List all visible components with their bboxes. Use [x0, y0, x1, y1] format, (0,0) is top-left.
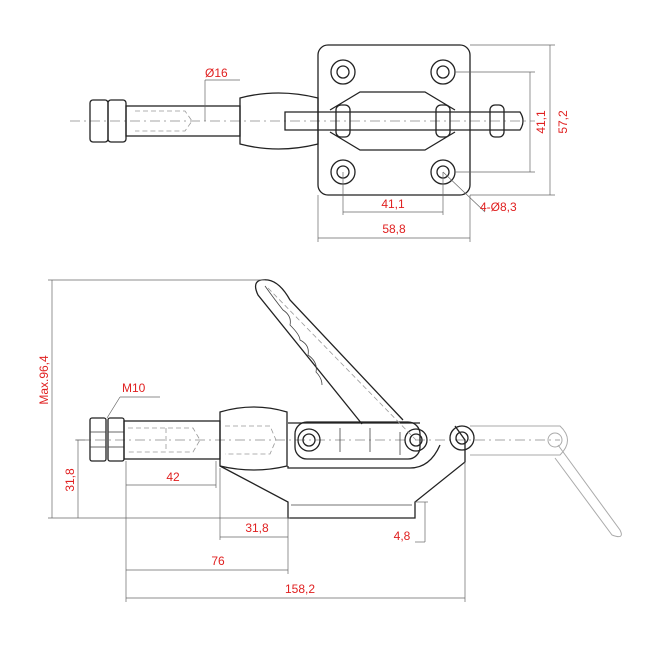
base-thickness-label: 4,8 — [394, 529, 411, 543]
plunger-rod — [284, 111, 524, 131]
nut — [89, 417, 107, 462]
mounting-plate — [317, 44, 471, 196]
stroke-length-label: 76 — [211, 554, 225, 568]
side-view: Max.96,4 31,8 M10 42 31,8 4,8 76 158,2 — [37, 279, 622, 602]
thread-length-label: 42 — [166, 470, 180, 484]
center-height-label: 31,8 — [63, 468, 77, 492]
barrel-to-base-label: 31,8 — [245, 521, 269, 535]
threaded-shaft — [125, 105, 241, 137]
body-slot — [287, 422, 441, 469]
max-height-label: Max.96,4 — [37, 355, 51, 405]
nut — [107, 417, 125, 462]
pivot-pins — [297, 425, 475, 452]
handle-alternate-position — [470, 425, 622, 538]
overall-length-label: 158,2 — [285, 582, 315, 596]
plate-width-label: 58,8 — [382, 222, 406, 236]
handle-grip — [264, 285, 323, 386]
plunger-link — [294, 421, 421, 460]
holes-label: 4-Ø8,3 — [480, 200, 517, 214]
top-view: Ø16 41,1 57,2 41,1 58,8 4-Ø8,3 — [70, 44, 570, 242]
thread-label: M10 — [122, 381, 146, 395]
linkage — [329, 91, 456, 151]
plate-height-label: 57,2 — [556, 110, 570, 134]
hole-spacing-vertical-label: 41,1 — [534, 110, 548, 134]
handle — [254, 279, 404, 425]
barrel — [219, 406, 288, 471]
hole-spacing-horizontal-label: 41,1 — [381, 197, 405, 211]
plunger-diameter-label: Ø16 — [205, 66, 228, 80]
